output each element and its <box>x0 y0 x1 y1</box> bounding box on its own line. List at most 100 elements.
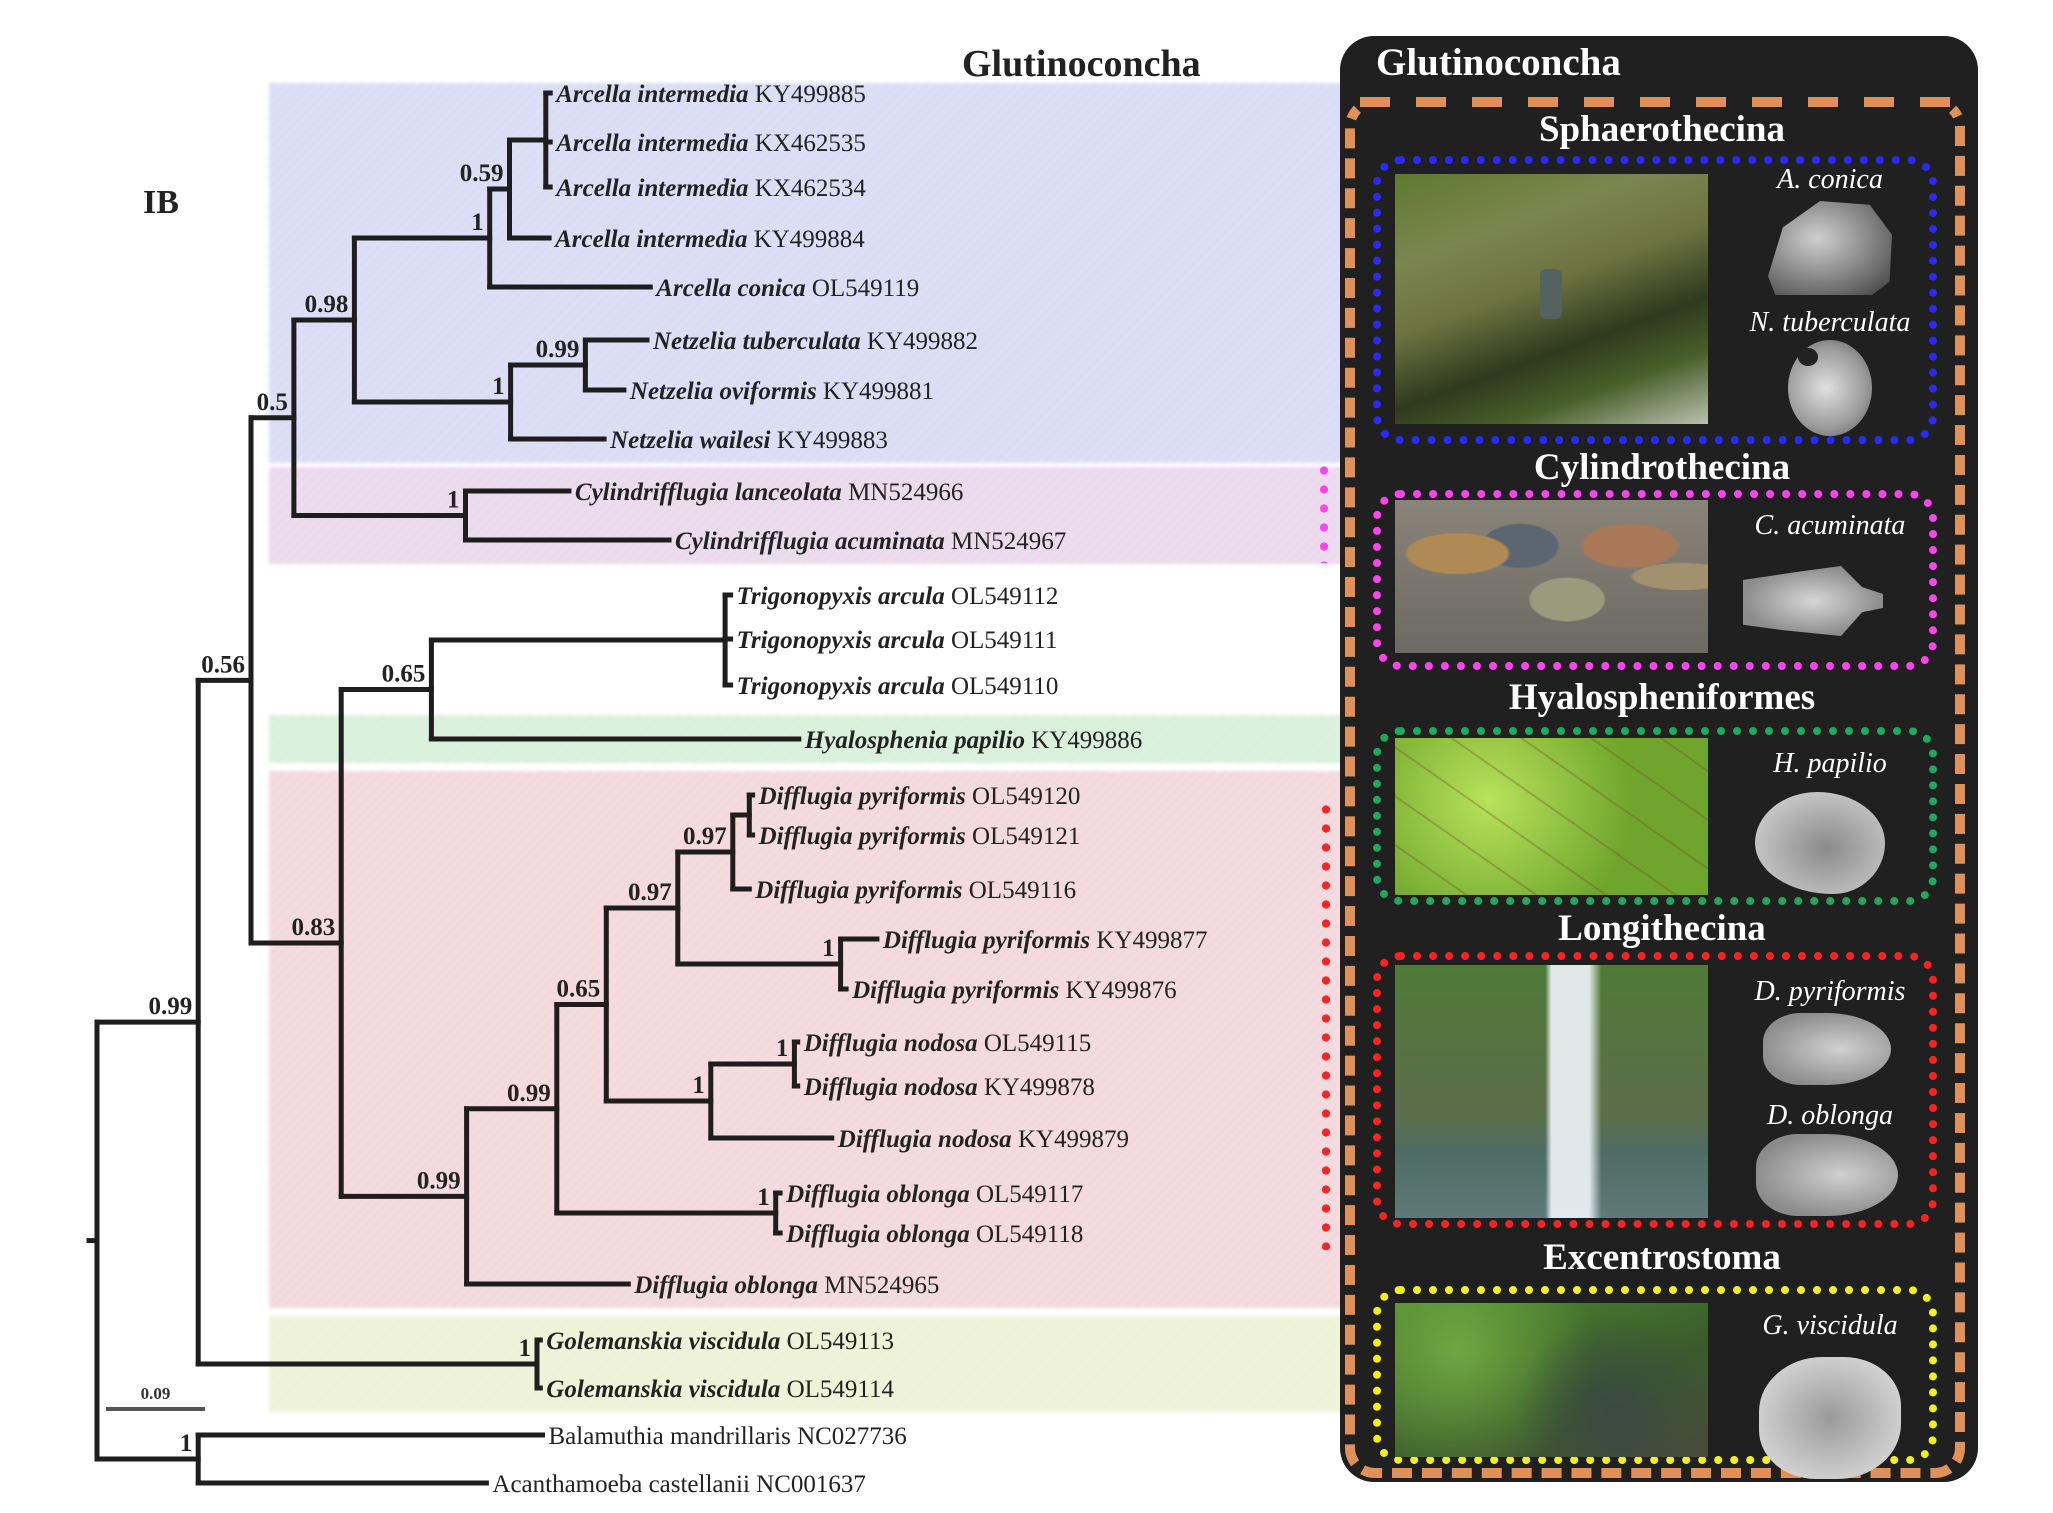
support-value: 1 <box>180 1430 193 1457</box>
longithecina-marker <box>1322 800 1330 1250</box>
leaf-label: Difflugia oblonga OL549118 <box>785 1221 1083 1248</box>
species-name: Difflugia oblonga <box>785 1181 976 1208</box>
group-title-hyalospheniformes: Hyalospheniformes <box>1508 677 1816 718</box>
species-name: Difflugia nodosa <box>803 1074 984 1101</box>
accession-number: KY499881 <box>823 378 934 405</box>
species-name: Hyalosphenia papilio <box>804 727 1031 754</box>
accession-number: KY499883 <box>777 427 888 454</box>
species-name: Difflugia pyriformis <box>851 977 1065 1004</box>
leaf-label: Difflugia pyriformis KY499876 <box>851 977 1177 1004</box>
support-value: 1 <box>447 487 460 514</box>
specimen-label: G. viscidula <box>1762 1310 1898 1341</box>
support-value: 1 <box>492 373 505 400</box>
scale-bar: 0.09 <box>106 1384 205 1411</box>
species-name: Arcella intermedia <box>554 175 755 202</box>
accession-number: OL549116 <box>969 877 1076 904</box>
aperture <box>1798 348 1818 366</box>
leaf-label: Difflugia oblonga MN524965 <box>633 1272 939 1299</box>
leaf-label: Difflugia nodosa KY499879 <box>837 1126 1129 1153</box>
leaf-label: Difflugia pyriformis KY499877 <box>882 927 1208 954</box>
accession-number: KY499886 <box>1031 727 1142 754</box>
support-value: 0.65 <box>557 976 601 1003</box>
species-name: Balamuthia mandrillaris <box>549 1423 798 1450</box>
accession-number: KX462534 <box>755 175 867 202</box>
accession-number: OL549113 <box>787 1328 894 1355</box>
accession-number: KY499877 <box>1096 927 1207 954</box>
species-name: Difflugia pyriformis <box>758 783 972 810</box>
group-box-longithecina <box>1373 952 1937 1228</box>
leaf-label: Netzelia wailesi KY499883 <box>609 427 888 454</box>
leaf-label: Difflugia nodosa KY499878 <box>803 1074 1095 1101</box>
accession-number: MN524966 <box>848 479 963 506</box>
accession-number: OL549115 <box>984 1030 1091 1057</box>
accession-number: KY499878 <box>984 1074 1095 1101</box>
leaf-label: Cylindrifflugia acuminata MN524967 <box>675 528 1066 555</box>
species-name: Netzelia tuberculata <box>652 328 867 355</box>
leaf-label: Hyalosphenia papilio KY499886 <box>804 727 1143 754</box>
specimen-label: H. papilio <box>1773 748 1887 779</box>
species-name: Cylindrifflugia lanceolata <box>575 479 848 506</box>
species-name: Acanthamoeba castellanii <box>492 1471 756 1498</box>
support-value: 0.97 <box>683 823 727 850</box>
species-name: Trigonopyxis arcula <box>737 583 951 610</box>
cylindrothecina-marker <box>1320 461 1328 563</box>
leaf-label: Golemanskia viscidula OL549113 <box>546 1328 894 1355</box>
accession-number: OL549114 <box>787 1376 895 1403</box>
support-value: 0.59 <box>460 160 504 187</box>
species-name: Arcella intermedia <box>553 226 754 253</box>
habitat-photo-river-pebbles <box>1395 500 1708 653</box>
accession-number: KY499885 <box>755 81 866 108</box>
sem-netzelia-tuberculata <box>1788 340 1872 436</box>
habitat-photo-stream-vegetation <box>1395 1303 1708 1457</box>
leaf-label: Difflugia oblonga OL549117 <box>785 1181 1083 1208</box>
support-value: 1 <box>757 1184 770 1211</box>
leaf-label: Difflugia pyriformis OL549116 <box>754 877 1076 904</box>
specimen-label: D. pyriformis <box>1754 976 1906 1007</box>
species-name: Difflugia oblonga <box>785 1221 976 1248</box>
species-name: Difflugia pyriformis <box>754 877 968 904</box>
support-value: 0.99 <box>148 993 192 1020</box>
accession-number: OL549112 <box>951 583 1058 610</box>
group-title-cylindrothecina: Cylindrothecina <box>1533 447 1791 488</box>
group-box-hyalospheniformes <box>1373 727 1937 905</box>
accession-number: OL549118 <box>976 1221 1083 1248</box>
habitat-photo-waterfall <box>1395 965 1708 1218</box>
group-title-sphaerothecina: Sphaerothecina <box>1538 109 1785 150</box>
accession-number: KY499882 <box>867 328 978 355</box>
support-value: 0.56 <box>201 651 245 678</box>
leaf-label: Netzelia tuberculata KY499882 <box>652 328 978 355</box>
accession-number: OL549119 <box>812 275 919 302</box>
sem-golemanskia-viscidula <box>1759 1357 1901 1479</box>
support-value: 0.99 <box>507 1080 551 1107</box>
species-name: Difflugia pyriformis <box>758 823 972 850</box>
accession-number: MN524965 <box>824 1272 939 1299</box>
leaf-label: Acanthamoeba castellanii NC001637 <box>492 1471 866 1498</box>
accession-number: OL549121 <box>972 823 1080 850</box>
leaf-label: Difflugia pyriformis OL549120 <box>758 783 1081 810</box>
accession-number: KY499879 <box>1018 1126 1129 1153</box>
drain-pipe <box>1540 269 1562 319</box>
leaf-label: Trigonopyxis arcula OL549112 <box>737 583 1059 610</box>
leaf-label: Difflugia pyriformis OL549121 <box>758 823 1081 850</box>
species-name: Difflugia pyriformis <box>882 927 1096 954</box>
leaf-label: Arcella intermedia KX462535 <box>554 130 866 157</box>
support-value: 0.99 <box>536 336 580 363</box>
habitat-photo-concrete-drain <box>1395 174 1708 424</box>
accession-number: NC001637 <box>756 1471 866 1498</box>
specimen-label: A. conica <box>1777 164 1883 195</box>
leaf-label: Arcella conica OL549119 <box>654 275 919 302</box>
accession-number: NC027736 <box>797 1423 907 1450</box>
group-box-cylindrothecina <box>1373 490 1937 670</box>
leaf-label: Balamuthia mandrillaris NC027736 <box>549 1423 907 1450</box>
glutinoconcha-frame-top <box>1360 97 1965 107</box>
species-name: Arcella intermedia <box>554 130 755 157</box>
species-name: Netzelia oviformis <box>629 378 823 405</box>
leaf-label: Netzelia oviformis KY499881 <box>629 378 934 405</box>
clade-title: Glutinoconcha <box>962 43 1201 85</box>
support-value: 0.98 <box>305 291 349 318</box>
support-values: 0.990.560.50.9810.5910.9910.830.650.990.… <box>148 160 834 1457</box>
support-value: 1 <box>776 1035 789 1062</box>
accession-number: KY499884 <box>754 226 866 253</box>
